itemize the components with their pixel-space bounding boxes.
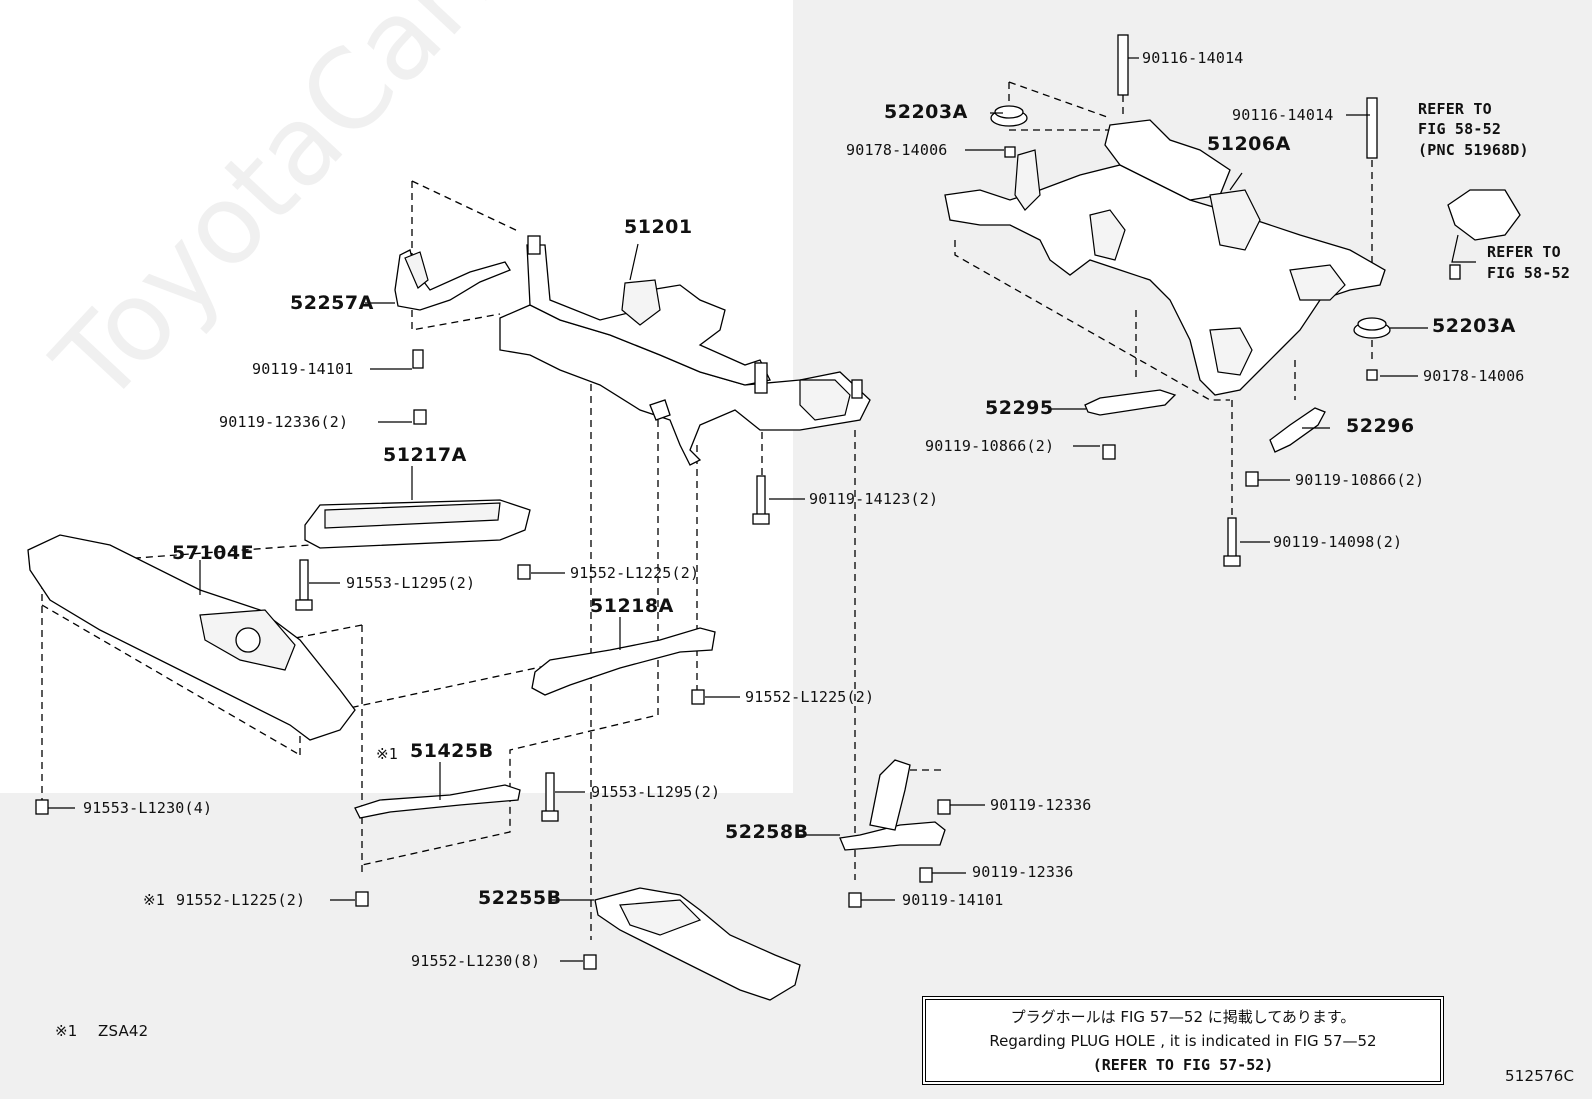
part-label-51218A: 51218A bbox=[590, 595, 674, 617]
part-label-91553-L1230: 91553-L1230(4) bbox=[83, 799, 213, 817]
part-label-91552-L1230: 91552-L1230(8) bbox=[411, 952, 541, 970]
part-label-91553-L1295-left: 91553-L1295(2) bbox=[346, 574, 476, 592]
member-57104E bbox=[27, 534, 356, 741]
footnote-mark-91552-L1225: ※1 bbox=[143, 891, 165, 909]
bolts bbox=[35, 34, 1461, 970]
front-crossmember-51201 bbox=[499, 235, 871, 466]
part-label-90119-14101-right: 90119-14101 bbox=[902, 891, 1004, 909]
part-label-90178-14006-top: 90178-14006 bbox=[846, 141, 948, 159]
refer-label-1-line2: FIG 58-52 bbox=[1418, 120, 1502, 138]
brace-52295 bbox=[1084, 389, 1177, 416]
cover-52255B bbox=[594, 887, 801, 1001]
part-label-90119-10866-right: 90119-10866(2) bbox=[1295, 471, 1425, 489]
rear-member-51206A bbox=[944, 119, 1386, 396]
part-label-90119-12336-a: 90119-12336 bbox=[990, 796, 1092, 814]
part-label-91552-L1225-mid: 91552-L1225(2) bbox=[745, 688, 875, 706]
part-label-52296: 52296 bbox=[1346, 415, 1415, 437]
part-label-52258B: 52258B bbox=[725, 821, 809, 843]
part-label-91552-L1225-top: 91552-L1225(2) bbox=[570, 564, 700, 582]
plug-hole-note: プラグホールは FIG 57—52 に掲載してあります。 Regarding P… bbox=[925, 999, 1441, 1082]
part-label-90119-14123: 90119-14123(2) bbox=[809, 490, 939, 508]
cushion-52203A-top bbox=[990, 105, 1028, 127]
referenced-bracket bbox=[1447, 189, 1521, 241]
part-label-90178-14006-right: 90178-14006 bbox=[1423, 367, 1525, 385]
bracket-51218A bbox=[531, 627, 716, 696]
footnote-mark: ※1 bbox=[55, 1022, 78, 1040]
cover-51217A bbox=[304, 499, 531, 549]
footnote-mark-51425B: ※1 bbox=[376, 745, 398, 763]
part-label-90119-14098: 90119-14098(2) bbox=[1273, 533, 1403, 551]
note-line-english: Regarding PLUG HOLE , it is indicated in… bbox=[989, 1032, 1377, 1050]
part-label-91552-L1225-bottom: 91552-L1225(2) bbox=[176, 891, 306, 909]
footnote-text: ZSA42 bbox=[98, 1022, 149, 1040]
refer-label-1-line3: (PNC 51968D) bbox=[1418, 141, 1529, 159]
refer-label-2-line1: REFER TO bbox=[1487, 243, 1561, 261]
part-label-90119-10866-left: 90119-10866(2) bbox=[925, 437, 1055, 455]
part-label-90119-12336-2: 90119-12336(2) bbox=[219, 413, 349, 431]
diagram-code: 512576C bbox=[1505, 1067, 1575, 1085]
refer-label-1-line1: REFER TO bbox=[1418, 100, 1492, 118]
bracket-52257A bbox=[394, 249, 511, 311]
part-label-90116-14014-mid: 90116-14014 bbox=[1232, 106, 1334, 124]
part-label-90116-14014-top: 90116-14014 bbox=[1142, 49, 1244, 67]
part-label-52203A-right: 52203A bbox=[1432, 315, 1516, 337]
part-label-91553-L1295-mid: 91553-L1295(2) bbox=[591, 783, 721, 801]
cushion-52203A-right bbox=[1353, 317, 1391, 339]
part-label-51217A: 51217A bbox=[383, 444, 467, 466]
note-line-reference: (REFER TO FIG 57-52) bbox=[1092, 1056, 1274, 1074]
plate-51425B bbox=[354, 784, 521, 819]
part-label-51201: 51201 bbox=[624, 216, 693, 238]
part-label-52203A-top: 52203A bbox=[884, 101, 968, 123]
part-label-90119-14101-left: 90119-14101 bbox=[252, 360, 354, 378]
part-label-51425B: 51425B bbox=[410, 740, 494, 762]
refer-label-2-line2: FIG 58-52 bbox=[1487, 264, 1571, 282]
note-line-japanese: プラグホールは FIG 57—52 に掲載してあります。 bbox=[1010, 1008, 1356, 1026]
part-label-90119-12336-b: 90119-12336 bbox=[972, 863, 1074, 881]
part-label-51206A: 51206A bbox=[1207, 133, 1291, 155]
bracket-52258B bbox=[839, 759, 946, 851]
leader-lines bbox=[48, 57, 1476, 962]
brace-52296 bbox=[1269, 407, 1326, 453]
part-label-52295: 52295 bbox=[985, 397, 1054, 419]
part-label-57104E: 57104E bbox=[172, 542, 255, 564]
part-label-52255B: 52255B bbox=[478, 887, 562, 909]
part-label-52257A: 52257A bbox=[290, 292, 374, 314]
